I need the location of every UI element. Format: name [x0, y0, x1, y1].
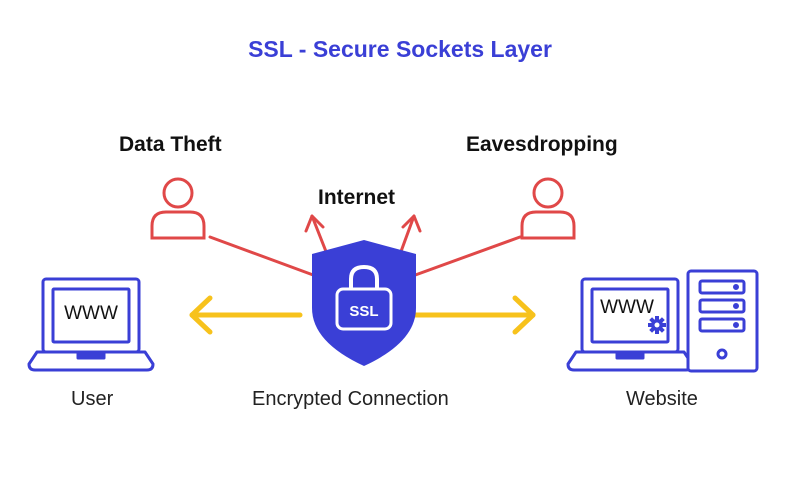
laptop-website-icon [566, 277, 694, 372]
ssl-shield-icon [312, 240, 416, 366]
threat-label-eavesdropping: Eavesdropping [466, 133, 618, 156]
user-label: User [71, 388, 114, 410]
page-title: SSL - Secure Sockets Layer [248, 36, 552, 62]
internet-arrow-left-head [304, 214, 325, 233]
attacker-right-icon [520, 177, 576, 240]
server-tower-icon [686, 269, 759, 373]
encrypted-connection-arrows [189, 295, 536, 335]
arrow-left-head [189, 295, 213, 335]
padlock-icon [335, 264, 393, 331]
shield-ssl-text: SSL [349, 303, 378, 320]
laptop-user-icon [27, 277, 155, 372]
website-label: Website [626, 388, 698, 410]
threat-label-data-theft: Data Theft [119, 133, 222, 156]
internet-label: Internet [318, 186, 396, 209]
internet-arrow-right-head [401, 214, 422, 233]
user-screen-text: WWW [64, 303, 118, 324]
attacker-left-icon [150, 177, 206, 240]
website-screen-text: WWW [600, 297, 654, 318]
encrypted-connection-label: Encrypted Connection [252, 388, 449, 410]
arrow-right-head [512, 295, 536, 335]
gear-icon [648, 316, 666, 334]
